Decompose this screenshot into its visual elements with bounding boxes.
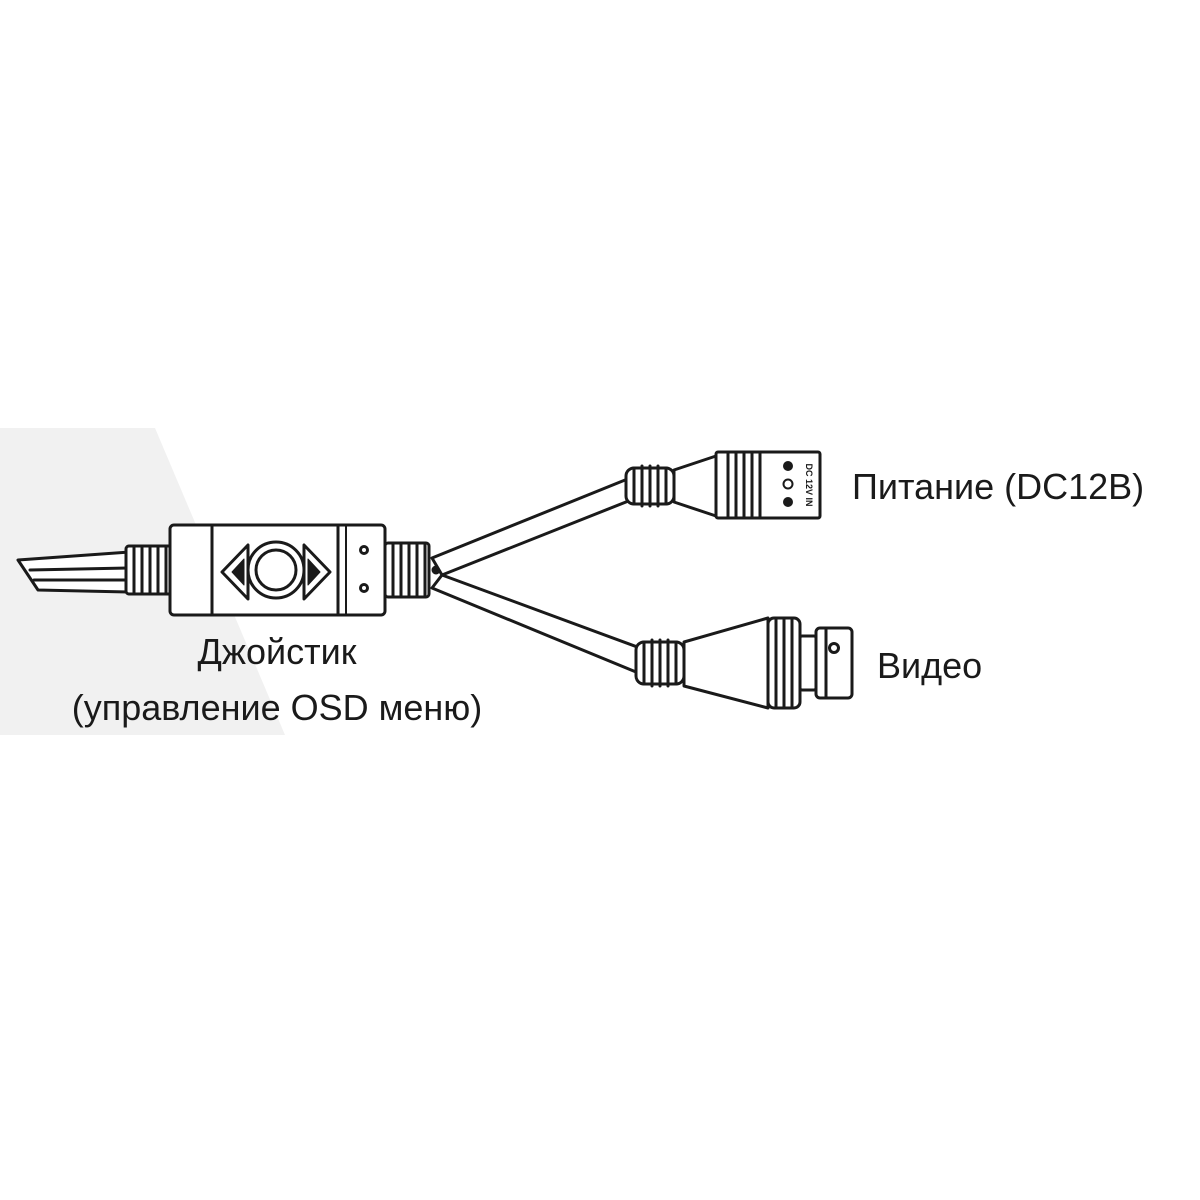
power-plug-text: DC 12V IN — [804, 463, 814, 506]
joystick-sublabel: (управление OSD меню) — [72, 687, 483, 728]
indicator-dot — [359, 545, 369, 555]
power-plug-marking — [782, 461, 794, 507]
video-label: Видео — [877, 645, 982, 686]
video-cable — [430, 573, 642, 674]
right-arrow-icon[interactable] — [302, 543, 332, 601]
main-cable — [16, 550, 132, 594]
power-label: Питание (DC12В) — [852, 466, 1144, 507]
joystick-button-icon[interactable] — [246, 540, 306, 600]
right-strain-relief — [383, 541, 441, 599]
power-cable — [430, 476, 638, 577]
left-strain-relief — [124, 544, 174, 596]
power-plug — [624, 450, 822, 520]
indicator-dot — [359, 583, 369, 593]
joystick-label: Джойстик — [198, 631, 357, 672]
video-connector — [634, 616, 854, 710]
